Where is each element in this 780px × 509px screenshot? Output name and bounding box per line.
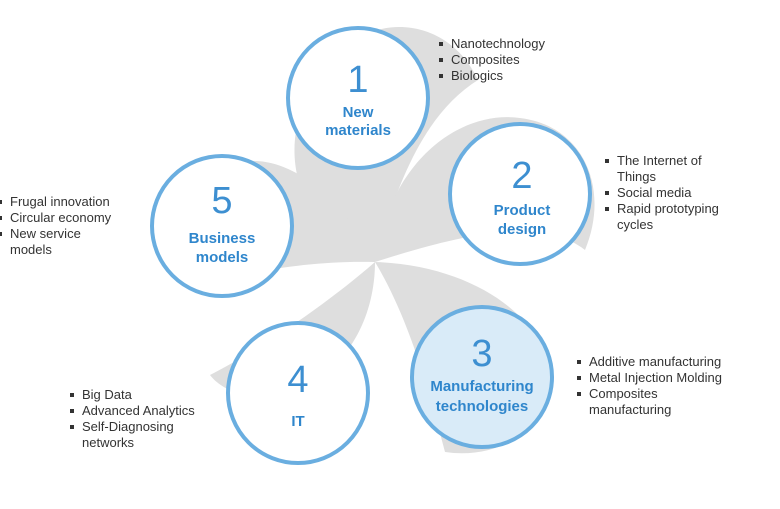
bullet-item-continuation: Things [617, 169, 657, 184]
bullet-item: Rapid prototyping [603, 201, 719, 217]
bullet-item: Advanced Analytics [68, 403, 195, 419]
node-circle-2 [448, 122, 592, 266]
node-5: 5 Business models [150, 154, 294, 298]
bullet-item: The Internet of [603, 153, 719, 169]
node-label-4-line-1: IT [291, 413, 304, 430]
node-label-1-line-1: New [343, 104, 374, 121]
bullet-item: New service [0, 226, 111, 242]
node-label-3-line-2: technologies [436, 398, 529, 415]
node-circle-4 [226, 321, 370, 465]
node-3: 3 Manufacturing technologies [410, 305, 554, 449]
node-1: 1 New materials [286, 26, 430, 170]
node-label-5-line-2: models [196, 249, 249, 266]
bullet-item-continuation: models [10, 242, 52, 257]
bullet-item-continuation: networks [82, 435, 135, 450]
node-circle-3 [410, 305, 554, 449]
node-label-3-line-1: Manufacturing [430, 378, 533, 395]
bullet-list-node-2: The Internet of Things Social media Rapi… [603, 153, 719, 233]
bullet-list-node-1: Nanotechnology Composites Biologics [437, 36, 545, 84]
bullet-item: Biologics [437, 68, 545, 84]
node-2: 2 Product design [448, 122, 592, 266]
bullet-list-node-5: Frugal innovation Circular economy New s… [0, 194, 111, 258]
node-label-5-line-1: Business [189, 230, 256, 247]
node-label-1-line-2: materials [325, 122, 391, 139]
node-number-4: 4 [287, 359, 308, 401]
bullet-list-node-3: Additive manufacturing Metal Injection M… [575, 354, 722, 418]
bullet-item: Frugal innovation [0, 194, 111, 210]
node-number-5: 5 [211, 180, 232, 222]
bullet-item: Social media [603, 185, 719, 201]
node-number-3: 3 [471, 333, 492, 375]
bullet-item: Additive manufacturing [575, 354, 722, 370]
bullet-item-continuation: manufacturing [589, 402, 672, 417]
node-number-2: 2 [511, 155, 532, 197]
bullet-item: Composites [437, 52, 545, 68]
node-label-2-line-1: Product [494, 202, 551, 219]
bullet-item: Big Data [68, 387, 195, 403]
node-circle-1 [286, 26, 430, 170]
bullet-item: Composites [575, 386, 722, 402]
bullet-item: Self-Diagnosing [68, 419, 195, 435]
node-number-1: 1 [347, 59, 368, 101]
node-4: 4 IT [226, 321, 370, 465]
node-label-2-line-2: design [498, 221, 546, 238]
bullet-item: Circular economy [0, 210, 111, 226]
bullet-item-continuation: cycles [617, 217, 654, 232]
bullet-item: Nanotechnology [437, 36, 545, 52]
bullet-item: Metal Injection Molding [575, 370, 722, 386]
node-circle-5 [150, 154, 294, 298]
bullet-list-node-4: Big Data Advanced Analytics Self-Diagnos… [68, 387, 195, 451]
